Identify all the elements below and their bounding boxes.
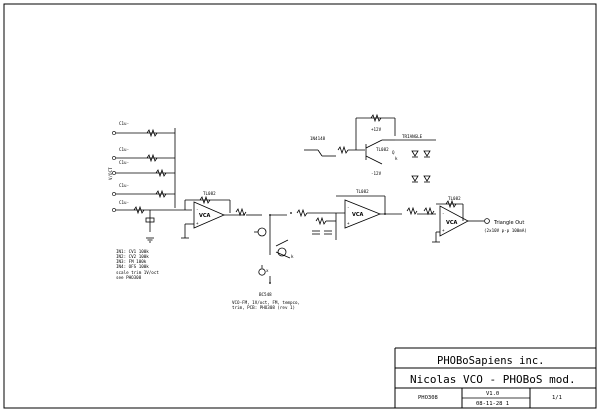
cap-label: C1u-: [119, 200, 129, 205]
transistor-label: BC548: [259, 292, 272, 297]
svg-text:x: x: [266, 268, 269, 273]
input-row: C1u-: [112, 147, 175, 163]
comparator-section: 1N4148 +12V -12V TL082 TRIANGLE Q k: [304, 113, 436, 183]
company-name: PHOBoSapiens inc.: [437, 355, 544, 367]
input-row: C1u-: [112, 121, 175, 138]
cap-label: C1u-: [119, 183, 129, 188]
expo-converter: k x BC548 VCO-FM, 1V/oct, FM, tempco, tr…: [232, 207, 303, 310]
document-title: Nicolas VCO - PHOBoS mod.: [410, 373, 576, 386]
svg-text:k: k: [395, 156, 398, 161]
svg-text:-12V: -12V: [371, 171, 382, 176]
opamp3-label: TL082: [448, 196, 461, 201]
input-note: IN1: CV1 100k IN2: CV2 100k IN3: FM 100k…: [116, 249, 161, 280]
svg-text:k: k: [291, 254, 294, 259]
opamp-output: - + VCA TL082 Triangle Out (2x10V p-p 10…: [406, 196, 527, 243]
svg-text:-: -: [347, 205, 350, 210]
cap-label: C1u-: [119, 160, 129, 165]
bottom-note: VCO-FM, 1V/oct, FM, tempco, trim, PCB: P…: [232, 300, 303, 310]
svg-text:Q: Q: [392, 150, 395, 155]
opamp2-label: TL082: [356, 189, 369, 194]
svg-text:+: +: [347, 221, 350, 226]
sheet-border: [3, 3, 597, 409]
svg-text:-: -: [442, 211, 445, 216]
svg-text:+: +: [196, 221, 199, 226]
svg-text:+: +: [442, 228, 445, 233]
opamp1-label: TL082: [203, 191, 216, 196]
input-row: C1u-: [112, 183, 175, 199]
output-sub: (2x10V p-p 100mA): [484, 228, 527, 233]
doc-number: PHO308: [418, 395, 438, 401]
comparator-label: TL082: [376, 147, 389, 152]
output-label: Triangle Out: [493, 220, 524, 226]
svg-text:VCA: VCA: [199, 213, 211, 219]
title-block: PHOBoSapiens inc. Nicolas VCO - PHOBoS m…: [394, 347, 596, 408]
input-row: C1u-: [112, 200, 192, 243]
sheet-number: 1/1: [552, 395, 562, 401]
cap-label: C1u-: [119, 147, 129, 152]
input-section: C1u- C1u- C1u- C1u- C1u-: [108, 121, 192, 280]
svg-text:V/OCT: V/OCT: [108, 167, 113, 180]
input-row: C1u-: [112, 160, 175, 178]
date: 08-11-28 1: [476, 401, 509, 407]
svg-text:VCA: VCA: [352, 212, 364, 218]
diode-label: 1N4148: [310, 136, 326, 141]
svg-text:-: -: [196, 207, 199, 212]
opamp-integrator: - + VCA TL082: [270, 189, 402, 240]
version: V1.0: [486, 391, 499, 397]
svg-text:+12V: +12V: [371, 127, 382, 132]
svg-text:TRIANGLE: TRIANGLE: [402, 134, 423, 139]
cap-label: C1u-: [119, 121, 129, 126]
svg-text:VCA: VCA: [446, 220, 458, 226]
opamp-summing: - + VCA TL082: [181, 191, 245, 239]
